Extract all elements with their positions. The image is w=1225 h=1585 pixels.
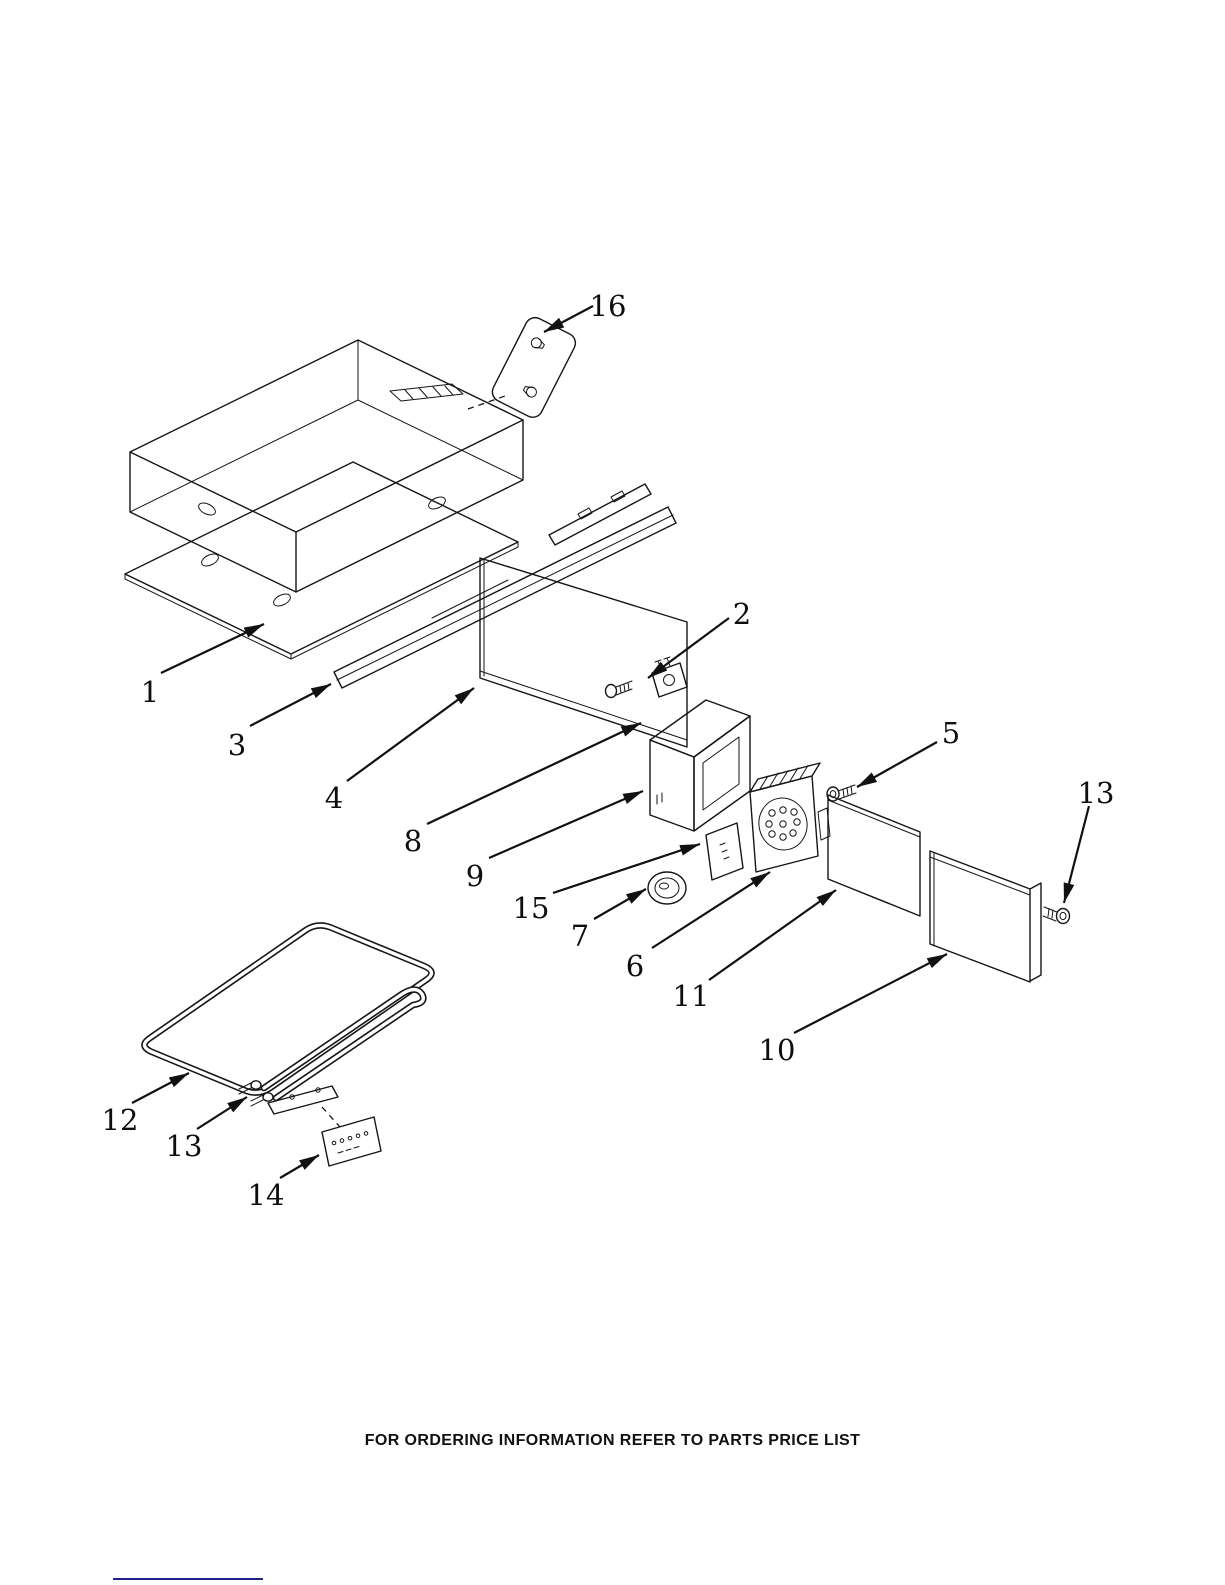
part-label-7: 7 (571, 919, 589, 953)
part-label-14: 14 (248, 1178, 285, 1212)
part-label-2: 2 (733, 597, 751, 631)
arrow-part-12 (131, 1072, 190, 1104)
arrow-part-14 (279, 1154, 320, 1179)
part-10-access-cover (929, 850, 1042, 983)
part-label-12: 12 (102, 1103, 139, 1137)
part-label-16: 16 (590, 289, 627, 323)
arrow-part-11 (708, 889, 837, 981)
part-5-screw (826, 784, 857, 802)
part-label-8: 8 (404, 824, 422, 858)
part-4-rear-panel (479, 557, 688, 748)
part-label-13-left: 13 (166, 1129, 203, 1163)
arrow-part-13-right (1062, 805, 1091, 904)
part-label-13-right: 13 (1078, 776, 1115, 810)
part-label-9: 9 (466, 859, 484, 893)
arrow-part-10 (793, 953, 948, 1034)
footer-note: FOR ORDERING INFORMATION REFER TO PARTS … (364, 1432, 861, 1449)
arrow-part-8 (426, 722, 642, 825)
part-label-11: 11 (673, 979, 710, 1013)
part-2-screw-and-thermostat (604, 656, 688, 699)
arrow-part-13-left (196, 1096, 248, 1130)
cabinet-box (129, 339, 524, 593)
arrow-part-7 (593, 888, 647, 920)
part-14-terminal-cover (321, 1116, 382, 1167)
part-6-receptacle (749, 762, 831, 873)
element-bracket (267, 1085, 341, 1128)
arrow-part-5 (856, 741, 938, 788)
part-1-bottom-panel (124, 461, 519, 660)
part-label-6: 6 (626, 949, 644, 983)
arrow-part-1 (160, 623, 265, 674)
part-9-control-housing (649, 699, 751, 832)
arrow-part-6 (651, 871, 771, 949)
part-label-4: 4 (325, 781, 343, 815)
part-label-10: 10 (759, 1033, 796, 1067)
part-15-plate (705, 822, 744, 881)
part-label-1: 1 (141, 675, 159, 709)
part-13-terminal-screws (238, 1080, 274, 1107)
arrow-part-15 (552, 842, 701, 895)
corner-underline (113, 1578, 263, 1580)
arrow-part-2 (647, 617, 730, 679)
arrow-part-4 (346, 687, 475, 782)
part-3-drawer-slide (333, 483, 677, 689)
arrow-part-9 (488, 789, 644, 860)
part-label-3: 3 (228, 728, 246, 762)
part-label-15: 15 (513, 891, 550, 925)
part-13-screw-right (1042, 906, 1071, 925)
part-label-5: 5 (942, 716, 960, 750)
callout-arrows (131, 305, 1091, 1179)
part-16-mounting-plate (467, 316, 577, 418)
callout-labels: 16 1 3 4 2 8 9 15 7 6 5 11 13 10 12 13 1… (102, 289, 1115, 1212)
part-11-panel (827, 794, 921, 917)
arrow-part-16 (543, 305, 594, 333)
part-7-grommet (647, 871, 687, 905)
part-12-heating-element (141, 922, 435, 1128)
arrow-part-3 (249, 683, 332, 727)
